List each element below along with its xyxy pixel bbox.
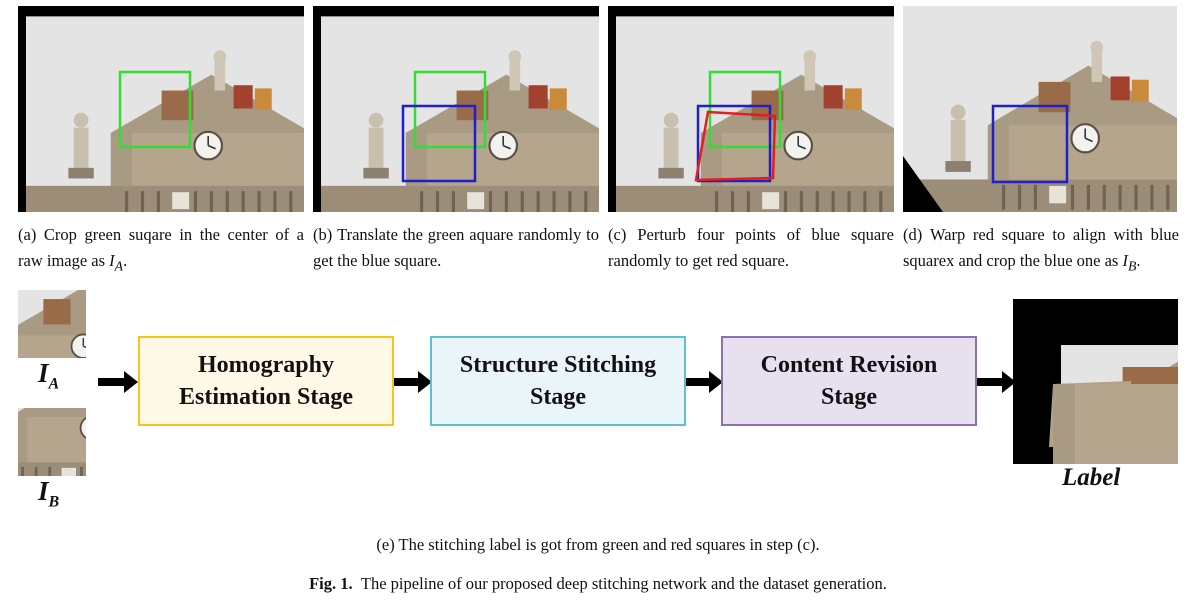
photo-panel-d <box>903 6 1189 212</box>
figure-caption: Fig. 1. The pipeline of our proposed dee… <box>0 574 1196 594</box>
output-label-text: Label <box>1062 464 1120 492</box>
input-image-a <box>18 290 86 358</box>
caption-b: (b) Translate the green aquare randomly … <box>313 222 599 274</box>
caption-e: (e) The stitching label is got from gree… <box>0 535 1196 555</box>
arrow-right-icon <box>392 371 432 393</box>
caption-a: (a) Crop green suqare in the center of a… <box>18 222 304 279</box>
photo-panel-b <box>313 6 599 212</box>
stage-homography-estimation: Homography Estimation Stage <box>138 336 394 426</box>
input-label-b: IB <box>38 476 59 511</box>
photo-panel-c <box>608 6 894 212</box>
figure-number: Fig. 1. <box>309 574 353 593</box>
input-image-b <box>18 408 86 476</box>
photo-panel-a <box>18 6 304 212</box>
caption-d: (d) Warp red square to align with blue s… <box>903 222 1179 279</box>
input-label-a: IA <box>38 358 59 393</box>
arrow-right-icon <box>683 371 723 393</box>
arrow-right-icon <box>976 371 1016 393</box>
stage-content-revision: Content Revision Stage <box>721 336 977 426</box>
arrow-right-icon <box>98 371 138 393</box>
output-label-image <box>1013 299 1178 464</box>
stage-structure-stitching: Structure Stitching Stage <box>430 336 686 426</box>
figure-caption-text: The pipeline of our proposed deep stitch… <box>361 574 887 593</box>
caption-c: (c) Perturb four points of blue square r… <box>608 222 894 274</box>
